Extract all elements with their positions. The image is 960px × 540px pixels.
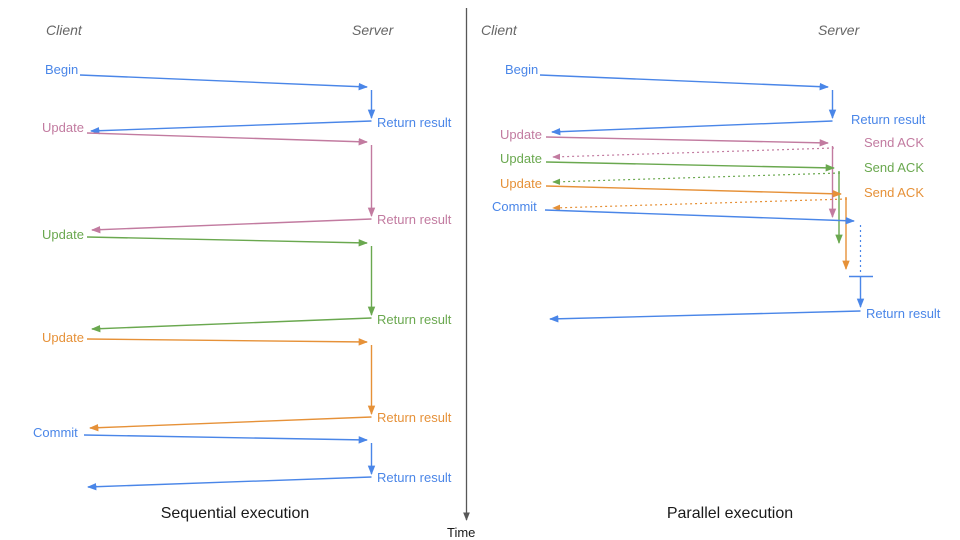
seq-title: Sequential execution: [160, 505, 310, 522]
par-update3-request-arrow: [545, 185, 842, 198]
par-commit-response-label: Return result: [866, 306, 941, 321]
par-begin-label: Begin: [505, 62, 539, 77]
par-commit-request-arrow: [544, 209, 855, 225]
par-update1-arrows: [545, 136, 837, 218]
par-title: Parallel execution: [666, 505, 794, 522]
par-update1-ack-dotted-arrow: [552, 147, 835, 160]
par-begin-arrows: [539, 74, 837, 136]
par-update2-arrows: [545, 161, 843, 244]
seq-commit-response-label: Return result: [377, 470, 452, 485]
par-commit-label: Commit: [492, 199, 537, 214]
seq-update3-request-arrow: [86, 338, 368, 346]
seq-update1-request-arrow: [86, 132, 368, 146]
seq-client-header: Client: [46, 22, 82, 38]
par-update2-request-arrow: [545, 161, 835, 172]
seq-commit-arrows: [83, 434, 376, 491]
par-update3-ack-label: Send ACK: [864, 185, 924, 200]
par-begin-response-arrow: [551, 120, 833, 136]
seq-update2-request-arrow: [86, 236, 368, 247]
par-commit-response-arrow: [549, 310, 861, 323]
seq-update1-label: Update: [42, 120, 84, 135]
par-update3-ack-dotted-arrow: [552, 198, 848, 211]
seq-update2-response-label: Return result: [377, 312, 452, 327]
seq-update2-arrows: [86, 236, 376, 333]
par-update2-ack-dotted-arrow: [552, 172, 841, 185]
seq-update1-response-label: Return result: [377, 212, 452, 227]
par-begin-response-label: Return result: [851, 112, 926, 127]
par-begin-request-arrow: [539, 74, 829, 91]
par-update3-label: Update: [500, 176, 542, 191]
seq-commit-response-arrow: [87, 476, 372, 491]
par-client-header: Client: [481, 22, 517, 38]
par-server-header: Server: [818, 22, 860, 38]
seq-begin-request-arrow: [79, 74, 368, 91]
par-update1-ack-label: Send ACK: [864, 135, 924, 150]
par-update3-arrows: [545, 185, 850, 270]
seq-begin-response-arrow: [90, 120, 372, 135]
seq-begin-arrows: [79, 74, 376, 135]
par-update2-ack-label: Send ACK: [864, 160, 924, 175]
seq-update1-response-arrow: [91, 218, 372, 234]
par-commit-arrows: [544, 209, 873, 323]
time-axis-label: Time: [447, 525, 476, 540]
seq-update1-arrows: [86, 132, 376, 234]
par-update1-label: Update: [500, 127, 542, 142]
seq-server-header: Server: [352, 22, 394, 38]
par-update2-label: Update: [500, 151, 542, 166]
par-update1-request-arrow: [545, 136, 829, 147]
seq-update3-arrows: [86, 338, 376, 432]
seq-update2-response-arrow: [91, 317, 372, 333]
seq-begin-response-label: Return result: [377, 115, 452, 130]
seq-commit-label: Commit: [33, 425, 78, 440]
seq-begin-label: Begin: [45, 62, 79, 77]
seq-commit-request-arrow: [83, 434, 368, 444]
seq-update3-label: Update: [42, 330, 84, 345]
seq-update3-response-arrow: [89, 416, 372, 432]
seq-update2-label: Update: [42, 227, 84, 242]
seq-update3-response-label: Return result: [377, 410, 452, 425]
